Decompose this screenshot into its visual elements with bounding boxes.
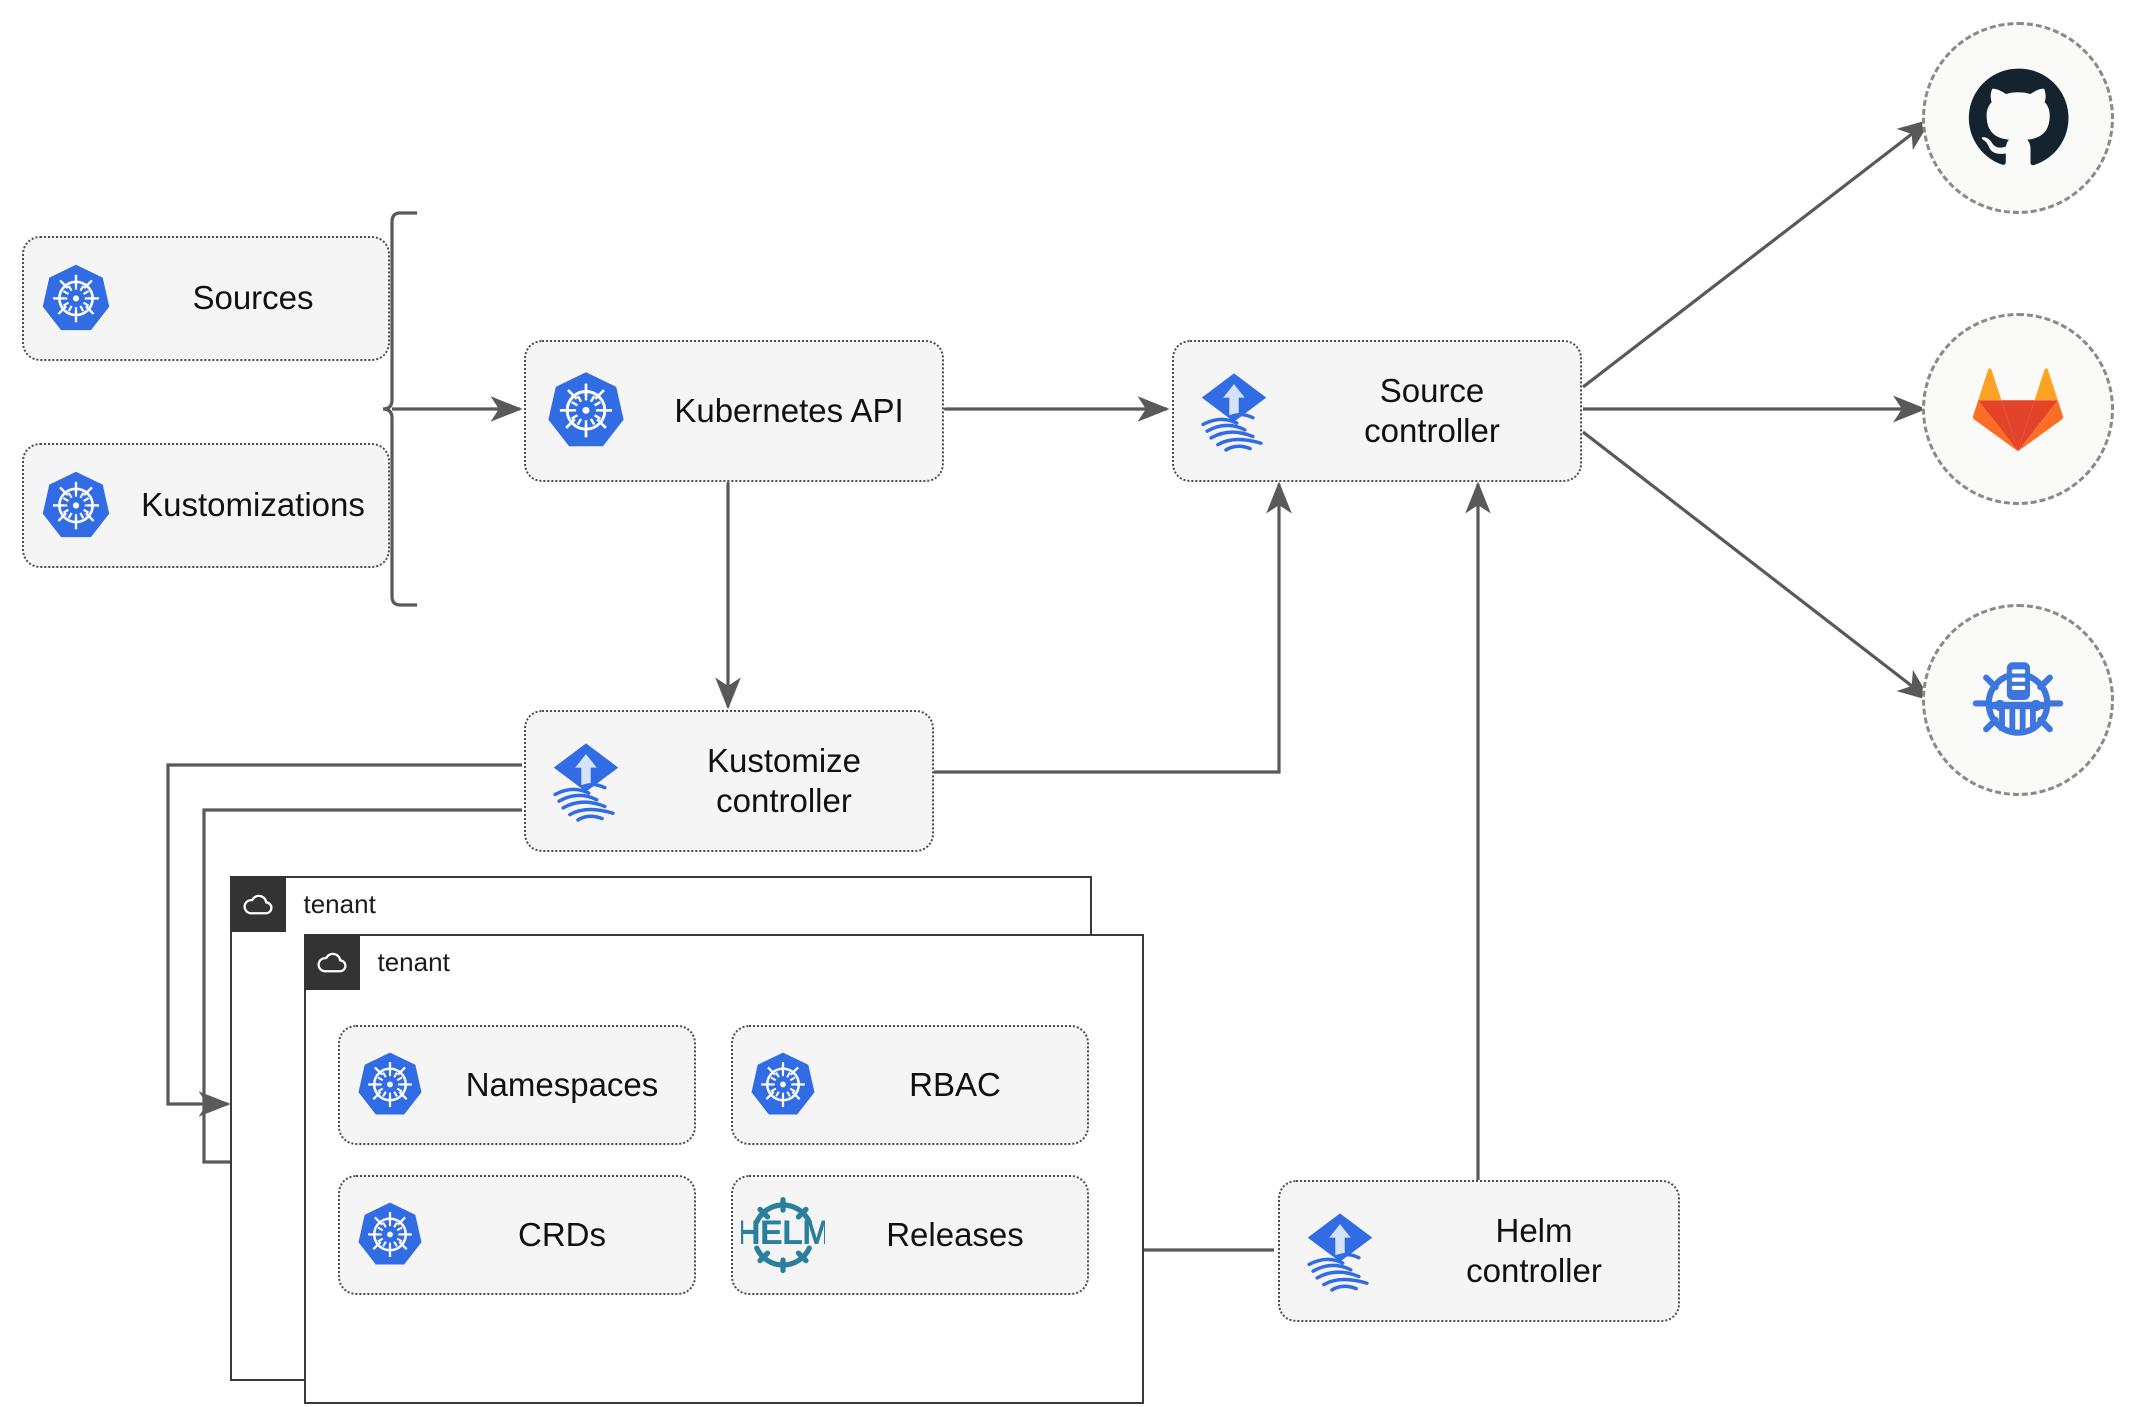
tenant-tab: tenant bbox=[303, 933, 450, 990]
external-gitlab[interactable] bbox=[1922, 313, 2114, 505]
kubernetes-icon bbox=[24, 261, 128, 337]
node-kustomizations[interactable]: Kustomizations bbox=[22, 443, 390, 568]
node-kustomize-controller[interactable]: Kustomize controller bbox=[524, 710, 934, 852]
helm-repository-icon bbox=[1972, 662, 2064, 736]
github-icon bbox=[1968, 68, 2069, 166]
node-releases[interactable]: HELM Releases bbox=[731, 1175, 1089, 1295]
node-label: Kustomizations bbox=[141, 486, 365, 524]
cloud-icon bbox=[229, 875, 286, 932]
node-label: Namespaces bbox=[465, 1065, 659, 1103]
flux-icon bbox=[1174, 368, 1294, 454]
node-helm-controller[interactable]: Helm controller bbox=[1278, 1180, 1680, 1322]
flux-icon bbox=[526, 738, 646, 824]
tenant-container-inner[interactable]: tenant bbox=[303, 933, 1144, 1404]
node-source-controller[interactable]: Source controller bbox=[1172, 340, 1582, 482]
cloud-icon bbox=[303, 933, 360, 990]
tenant-label: tenant bbox=[303, 888, 376, 919]
kubernetes-icon bbox=[24, 468, 128, 544]
tenant-label: tenant bbox=[377, 946, 450, 977]
svg-text:HELM: HELM bbox=[741, 1214, 825, 1252]
node-kubernetes-api[interactable]: Kubernetes API bbox=[524, 340, 944, 482]
gitlab-icon bbox=[1972, 368, 2064, 452]
node-label: Source controller bbox=[1364, 371, 1500, 449]
node-label: Kubernetes API bbox=[674, 391, 904, 429]
node-label: CRDs bbox=[518, 1215, 606, 1253]
node-label: Releases bbox=[886, 1215, 1024, 1253]
kubernetes-icon bbox=[340, 1049, 440, 1121]
node-namespaces[interactable]: Namespaces bbox=[338, 1025, 696, 1145]
tenant-tab: tenant bbox=[229, 875, 376, 932]
kubernetes-icon bbox=[733, 1049, 833, 1121]
node-label: Helm controller bbox=[1466, 1211, 1602, 1289]
external-helm-repository[interactable] bbox=[1922, 604, 2114, 796]
node-crds[interactable]: CRDs bbox=[338, 1175, 696, 1295]
node-rbac[interactable]: RBAC bbox=[731, 1025, 1089, 1145]
node-label: Kustomize controller bbox=[706, 741, 862, 819]
kubernetes-icon bbox=[526, 368, 646, 454]
node-sources[interactable]: Sources bbox=[22, 236, 390, 361]
external-github[interactable] bbox=[1922, 22, 2114, 214]
node-label: Sources bbox=[192, 279, 314, 317]
flux-icon bbox=[1280, 1208, 1400, 1294]
kubernetes-icon bbox=[340, 1199, 440, 1271]
helm-icon: HELM bbox=[733, 1193, 833, 1277]
node-label: RBAC bbox=[909, 1065, 1001, 1103]
